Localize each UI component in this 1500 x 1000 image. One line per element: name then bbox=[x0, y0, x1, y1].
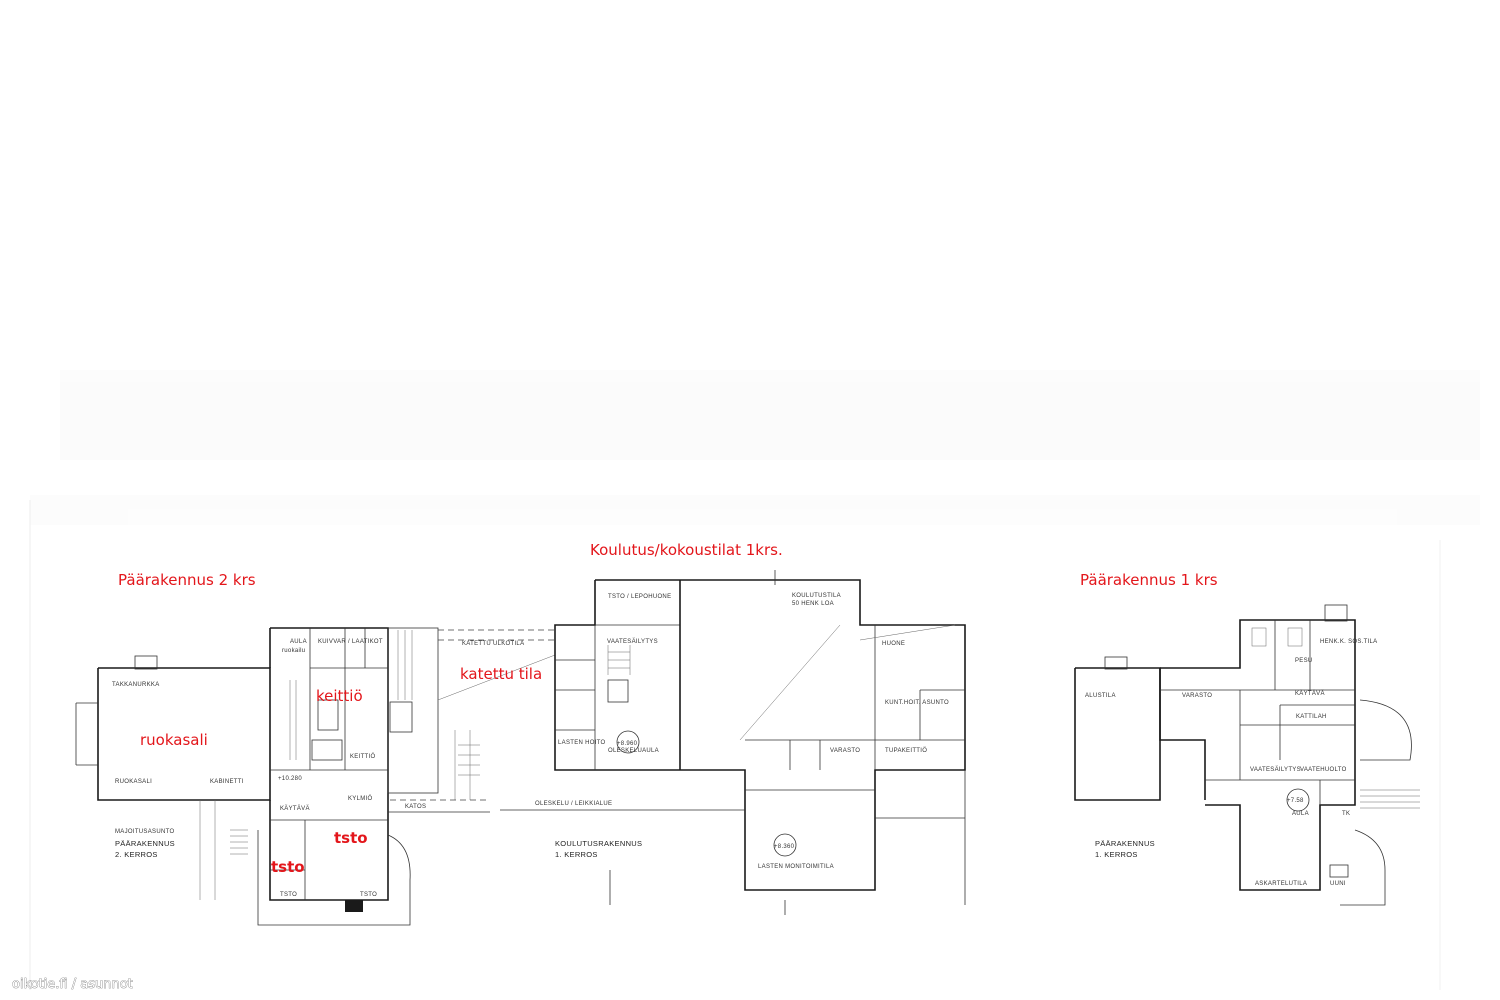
vaatehuolto-label: VAATEHUOLTO bbox=[1300, 767, 1347, 773]
center-building: TSTO / LEPOHUONE VAATESÄILYTYS KOULUTUST… bbox=[462, 570, 966, 915]
left-paarakennus-label: PÄÄRAKENNUS bbox=[115, 839, 175, 848]
label-tsto-2: tsto bbox=[271, 858, 305, 876]
takkanurkka-label: TAKKANURKKA bbox=[112, 682, 160, 688]
kartava-label: KÄYTÄVÄ bbox=[280, 805, 310, 812]
kunt-asunto-label: KUNT.HOIT. ASUNTO bbox=[885, 700, 949, 706]
kuivvar-label: KUIVVAR / LAATIKOT bbox=[318, 639, 383, 645]
ruokasali-small-label: RUOKASALI bbox=[115, 779, 152, 785]
label-tsto-1: tsto bbox=[334, 829, 368, 847]
right-level-label: +7.58 bbox=[1287, 798, 1304, 804]
title-center: Koulutus/kokoustilat 1krs. bbox=[590, 541, 783, 559]
center-level-b: +8.360 bbox=[774, 844, 795, 850]
vaatesailytys-center-label: VAATESÄILYTYS bbox=[607, 638, 658, 645]
alustila-label: ALUSTILA bbox=[1085, 693, 1116, 699]
label-katettu-tila: katettu tila bbox=[460, 665, 542, 683]
scan-band bbox=[29, 370, 1480, 990]
koulutustila-label: KOULUTUSTILA bbox=[792, 593, 841, 599]
footer-watermark: oikotie.fi / asunnot bbox=[12, 977, 133, 992]
katettu-ulkotila-label: KATETTU ULKOTILA bbox=[462, 641, 524, 647]
henk-label: 50 HENK LOA bbox=[792, 601, 834, 607]
henk-sos-label: HENK.K. SOS.TILA bbox=[1320, 639, 1377, 645]
uuni-label: UUNI bbox=[1330, 881, 1346, 887]
left-building: KATOS TAKKANURKKA RUOKASALI KABINETTI AU… bbox=[75, 627, 556, 926]
aula-right-label: AULA bbox=[1292, 811, 1309, 817]
keittio-small-label: KEITTIÖ bbox=[350, 753, 375, 760]
kylmio-label: KYLMIÖ bbox=[348, 795, 373, 802]
pesu-label: PESU bbox=[1295, 658, 1313, 664]
oleskelu-leikki-label: OLESKELU / LEIKKIALUE bbox=[535, 801, 612, 807]
tsto-b-label: TSTO bbox=[360, 892, 377, 898]
askartelutila-label: ASKARTELUTILA bbox=[1255, 881, 1307, 887]
ruokailu-label: ruokailu bbox=[282, 648, 305, 654]
tsto-lepohuone-label: TSTO / LEPOHUONE bbox=[608, 594, 671, 600]
varasto-right-label: VARASTO bbox=[1182, 693, 1212, 699]
kattilah-label: KATTILAH bbox=[1296, 714, 1327, 720]
tupakeittio-label: TUPAKEITTIÖ bbox=[885, 747, 927, 754]
right-paarakennus-label: PÄÄRAKENNUS bbox=[1095, 839, 1155, 848]
right-kerros-label: 1. KERROS bbox=[1095, 850, 1138, 859]
tsto-a-label: TSTO bbox=[280, 892, 297, 898]
title-left: Päärakennus 2 krs bbox=[118, 571, 256, 589]
koulutusrakennus-label: KOULUTUSRAKENNUS bbox=[555, 839, 642, 848]
kabinetti-label: KABINETTI bbox=[210, 779, 244, 785]
aula-label: AULA bbox=[290, 639, 307, 645]
lasten-monitoimitila-label: LASTEN MONITOIMITILA bbox=[758, 864, 834, 870]
right-building: ALUSTILA VARASTO HENK.K. SOS.TILA PESU K… bbox=[1074, 604, 1420, 906]
label-ruokasali: ruokasali bbox=[140, 731, 208, 749]
title-right: Päärakennus 1 krs bbox=[1080, 571, 1218, 589]
vaatesailytys-right-label: VAATESÄILYTYS bbox=[1250, 766, 1301, 773]
katos-label: KATOS bbox=[405, 804, 426, 810]
center-kerros-label: 1. KERROS bbox=[555, 850, 598, 859]
left-level-label: +10.280 bbox=[278, 776, 302, 782]
tk-label: TK bbox=[1342, 811, 1350, 817]
huone-label: HUONE bbox=[882, 641, 905, 647]
center-level-a: +8.960 bbox=[617, 741, 638, 747]
varasto-center-label: VARASTO bbox=[830, 748, 860, 754]
lasten-hoito-label: LASTEN HOITO bbox=[558, 740, 606, 746]
left-kerros-label: 2. KERROS bbox=[115, 850, 158, 859]
majoitusasunto-label: MAJOITUSASUNTO bbox=[115, 829, 174, 835]
kaytava-right-label: KÄYTÄVÄ bbox=[1295, 690, 1325, 697]
label-keittio: keittiö bbox=[316, 687, 363, 705]
oleskeluaula-label: OLESKELUAULA bbox=[608, 748, 659, 754]
